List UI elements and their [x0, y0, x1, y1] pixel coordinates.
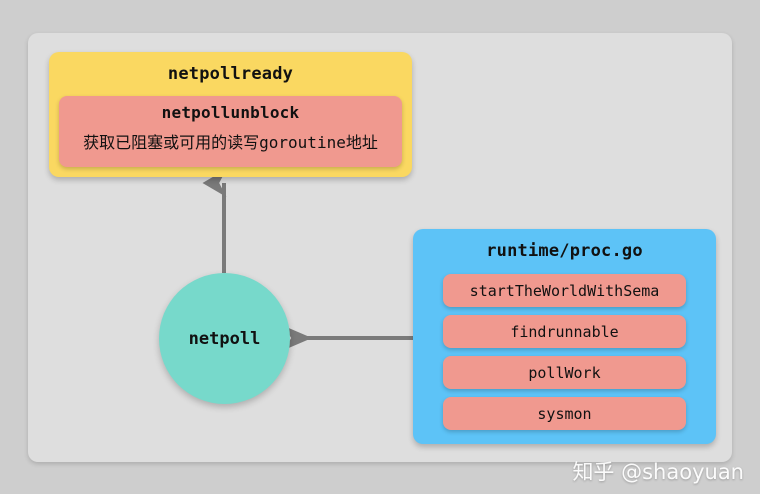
netpollunblock-description: 获取已阻塞或可用的读写goroutine地址 — [83, 133, 378, 152]
proc-item-label: startTheWorldWithSema — [469, 281, 660, 300]
diagram-canvas: netpollready netpollunblock 获取已阻塞或可用的读写g… — [28, 33, 732, 462]
runtime-proc-go-title: runtime/proc.go — [486, 241, 643, 261]
node-runtime-proc-go[interactable]: runtime/proc.go startTheWorldWithSema fi… — [413, 229, 716, 444]
proc-item-sysmon[interactable]: sysmon — [443, 397, 686, 430]
proc-item-label: sysmon — [537, 404, 592, 423]
netpoll-label: netpoll — [188, 328, 261, 349]
watermark: 知乎 @shaoyuan — [572, 460, 744, 484]
proc-item-label: findrunnable — [510, 322, 619, 341]
node-netpollunblock[interactable]: netpollunblock 获取已阻塞或可用的读写goroutine地址 — [59, 96, 402, 167]
proc-item-pollwork[interactable]: pollWork — [443, 356, 686, 389]
netpollready-title: netpollready — [167, 64, 294, 84]
node-netpollready[interactable]: netpollready netpollunblock 获取已阻塞或可用的读写g… — [49, 52, 412, 177]
proc-item-label: pollWork — [528, 363, 601, 382]
proc-item-findrunnable[interactable]: findrunnable — [443, 315, 686, 348]
proc-item-start-the-world-with-sema[interactable]: startTheWorldWithSema — [443, 274, 686, 307]
netpollunblock-title: netpollunblock — [161, 103, 300, 122]
node-netpoll[interactable]: netpoll — [159, 273, 290, 404]
